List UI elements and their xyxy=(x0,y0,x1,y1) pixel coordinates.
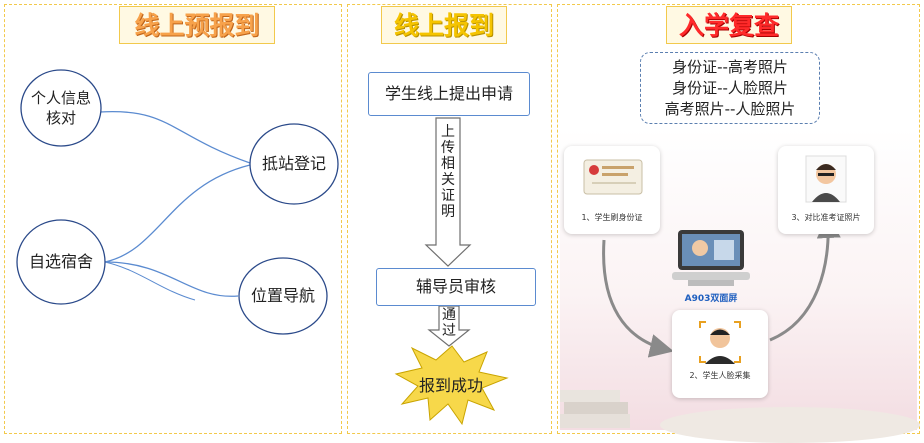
connector-dorm-curve xyxy=(104,261,196,301)
panel-online-registration xyxy=(347,4,552,434)
arrow-step1-to-step2 xyxy=(602,239,674,358)
burst-success xyxy=(394,345,509,426)
node-self-select-dorm-label: 自选宿舍 xyxy=(28,252,93,271)
node-location-navigation-label: 位置导航 xyxy=(250,286,315,305)
step-swipe-id-label: 1、学生刷身份证 xyxy=(581,213,643,222)
check-item: 身份证--人脸照片 xyxy=(672,79,788,97)
check-item: 高考照片--人脸照片 xyxy=(664,100,796,118)
arrow-step2-to-step3 xyxy=(769,214,841,342)
burst-success-label: 报到成功 xyxy=(418,376,483,395)
arrow-upload-proof xyxy=(424,117,472,267)
student-photo-icon xyxy=(805,155,847,203)
arrow-pass xyxy=(427,305,471,347)
title-enrollment-review: 入学复查 xyxy=(666,6,792,44)
check-item: 身份证--高考照片 xyxy=(672,58,788,76)
arrow-pass-label: 通 过 xyxy=(442,307,456,339)
box-counselor-review: 辅导员审核 xyxy=(376,268,536,306)
node-station-checkin xyxy=(249,123,339,205)
arrow-upload-proof-label: 上 传 相 关 证 明 xyxy=(441,124,455,220)
review-checks-note: 身份证--高考照片 身份证--人脸照片 高考照片--人脸照片 xyxy=(640,52,820,124)
node-location-navigation xyxy=(238,257,328,335)
node-personal-info xyxy=(20,69,102,147)
connector-personal-checkin xyxy=(99,110,251,164)
panel-online-pre-registration xyxy=(4,4,342,434)
box-student-apply: 学生线上提出申请 xyxy=(368,72,530,116)
node-personal-info-label: 个人信息 核对 xyxy=(30,89,91,127)
dual-screen-device-icon xyxy=(672,230,750,286)
id-card-icon xyxy=(583,159,643,195)
open-book-decoration xyxy=(660,407,920,443)
step-compare-photo-label: 3、对比准考证照片 xyxy=(791,213,861,222)
node-station-checkin-label: 抵站登记 xyxy=(261,154,326,173)
books-decoration xyxy=(560,390,620,402)
node-self-select-dorm xyxy=(16,219,106,305)
connector-dorm-navigation xyxy=(104,261,239,297)
step-face-capture xyxy=(672,310,768,398)
step-face-capture-label: 2、学生人脸采集 xyxy=(689,371,751,380)
connector-dorm-checkin xyxy=(104,164,251,263)
face-scan-icon xyxy=(699,321,741,364)
title-online-pre-registration: 线上预报到 xyxy=(119,6,275,44)
step-swipe-id-card xyxy=(564,146,660,234)
step-compare-photo xyxy=(778,146,874,234)
title-online-registration: 线上报到 xyxy=(381,6,507,44)
device-label: A903双面屏 xyxy=(684,294,738,304)
